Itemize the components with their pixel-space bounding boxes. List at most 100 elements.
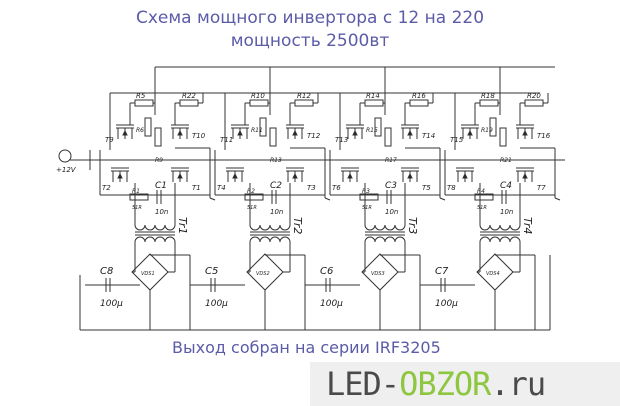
- capacitor-label: C5: [205, 266, 218, 277]
- component-label: T9: [105, 136, 114, 144]
- supply-label: +12V: [56, 166, 77, 174]
- transformer-label: Tr3: [406, 217, 419, 234]
- component-label: R6: [136, 127, 144, 134]
- transistor-T4-arrow: [232, 172, 238, 179]
- capacitor-value: 100µ: [320, 299, 343, 309]
- resistor-R3: [359, 193, 379, 201]
- component-label: R4: [477, 188, 485, 195]
- transformer-winding: [249, 236, 261, 243]
- transformer-winding: [269, 236, 281, 243]
- bridge-label: VDS3: [371, 271, 385, 277]
- watermark-part3: .ru: [490, 365, 546, 403]
- transformer-winding: [499, 224, 511, 231]
- transformer-winding: [134, 236, 146, 243]
- transistor-T9-arrow: [122, 129, 128, 136]
- transistor-T10-arrow: [177, 129, 183, 136]
- diagram-subtitle: мощность 2500вт: [230, 31, 390, 51]
- resistor-R6: [144, 117, 152, 137]
- component-label: T8: [447, 184, 456, 192]
- component-label: C2: [270, 181, 282, 191]
- transformer-winding: [364, 224, 376, 231]
- component-label: 51R: [247, 205, 257, 211]
- supply-terminal-icon: [58, 149, 72, 163]
- component-label: R1: [132, 188, 140, 195]
- component-label: T6: [332, 184, 341, 192]
- transformer-label: Tr2: [291, 217, 304, 234]
- watermark-part1: LED-: [326, 365, 400, 403]
- resistor-R20: [524, 99, 544, 107]
- component-label: R19: [481, 127, 493, 134]
- component-label: T4: [217, 184, 226, 192]
- component-label: T16: [537, 132, 551, 140]
- footer-note: Выход собран на серии IRF3205: [172, 338, 441, 357]
- transformer-winding: [489, 236, 501, 243]
- component-label: R10: [251, 92, 265, 100]
- transformer-winding: [154, 236, 166, 243]
- transformer-winding: [479, 224, 491, 231]
- component-label: T1: [192, 184, 201, 192]
- transformer-winding: [499, 236, 511, 243]
- resistor-R4: [474, 193, 494, 201]
- transformer-winding: [144, 224, 156, 231]
- ground-icon: [324, 197, 331, 201]
- component-label: T2: [102, 184, 111, 192]
- component-label: R11: [251, 127, 263, 134]
- transformer-winding: [374, 224, 386, 231]
- transistor-T13-arrow: [352, 129, 358, 136]
- component-label: 10n: [155, 208, 168, 216]
- transistor-T2-arrow: [117, 172, 123, 179]
- resistor-R2: [244, 193, 264, 201]
- resistor-R10: [249, 99, 269, 107]
- resistor-R17: [384, 127, 392, 147]
- component-label: 51R: [132, 205, 142, 211]
- transformer-winding: [509, 224, 521, 231]
- resistor-R19: [489, 117, 497, 137]
- component-label: T3: [307, 184, 316, 192]
- component-label: R3: [362, 188, 370, 195]
- transformer-winding: [384, 224, 396, 231]
- resistor-R11: [259, 117, 267, 137]
- resistor-R1: [129, 193, 149, 201]
- transformer-winding: [384, 236, 396, 243]
- transformer-winding: [269, 224, 281, 231]
- ground-icon: [439, 197, 446, 201]
- resistor-R13: [269, 127, 277, 147]
- transformer-winding: [279, 224, 291, 231]
- transformer-winding: [144, 236, 156, 243]
- component-label: T13: [335, 136, 348, 144]
- component-label: T11: [220, 136, 233, 144]
- resistor-R12: [294, 99, 314, 107]
- component-label: R14: [366, 92, 380, 100]
- ground-icon: [209, 197, 216, 201]
- transistor-T16-arrow: [522, 129, 528, 136]
- component-label: 51R: [362, 205, 372, 211]
- component-label: R18: [481, 92, 495, 100]
- component-label: R15: [366, 127, 378, 134]
- transformer-winding: [259, 236, 271, 243]
- capacitor-value: 100µ: [205, 299, 228, 309]
- capacitor-value: 100µ: [100, 299, 123, 309]
- capacitor-label: C8: [100, 266, 113, 277]
- capacitor-label: C7: [435, 266, 449, 277]
- resistor-R9: [154, 127, 162, 147]
- component-label: T12: [307, 132, 321, 140]
- component-label: T10: [192, 132, 206, 140]
- component-label: R20: [527, 92, 541, 100]
- component-label: R2: [247, 188, 255, 195]
- transformer-winding: [164, 236, 176, 243]
- transistor-T11-arrow: [237, 129, 243, 136]
- component-label: 51R: [477, 205, 487, 211]
- resistor-R18: [479, 99, 499, 107]
- transistor-T6-arrow: [347, 172, 353, 179]
- component-label: T15: [450, 136, 464, 144]
- transformer-label: Tr1: [176, 217, 189, 234]
- transformer-winding: [164, 224, 176, 231]
- component-label: R9: [155, 157, 163, 164]
- transistor-T3-arrow: [292, 172, 298, 179]
- watermark-part2: OBZOR: [399, 365, 491, 403]
- transformer-winding: [394, 236, 406, 243]
- component-label: R5: [136, 92, 146, 100]
- component-label: 10n: [270, 208, 283, 216]
- component-label: 10n: [500, 208, 513, 216]
